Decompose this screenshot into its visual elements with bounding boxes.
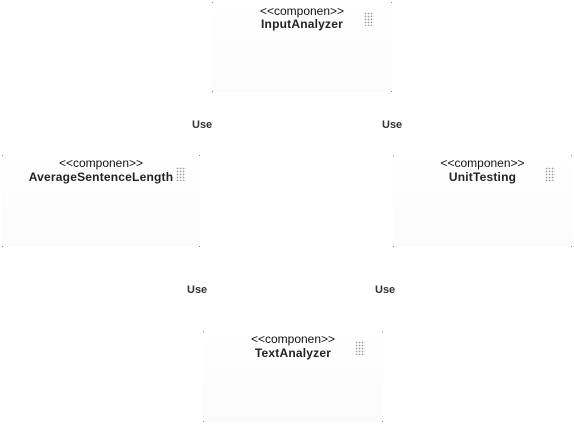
component-text-analyzer[interactable]: <<componen>> TextAnalyzer bbox=[203, 331, 383, 422]
corner-marker bbox=[2, 246, 3, 247]
component-stereotype: <<componen>> bbox=[58, 156, 144, 170]
corner-marker bbox=[212, 2, 213, 3]
component-stereotype: <<componen>> bbox=[259, 4, 345, 18]
corner-marker bbox=[2, 155, 3, 156]
corner-marker bbox=[382, 421, 383, 422]
corner-marker bbox=[391, 91, 392, 92]
component-name: AverageSentenceLength bbox=[28, 170, 174, 184]
corner-marker bbox=[199, 155, 200, 156]
component-average-sentence-length[interactable]: <<componen>> AverageSentenceLength bbox=[2, 155, 200, 247]
component-icon bbox=[176, 167, 186, 181]
component-stereotype: <<componen>> bbox=[250, 332, 336, 346]
corner-marker bbox=[212, 91, 213, 92]
component-name: InputAnalyzer bbox=[261, 17, 343, 31]
component-unit-testing[interactable]: <<componen>> UnitTesting bbox=[393, 155, 572, 247]
corner-marker bbox=[382, 331, 383, 332]
component-stereotype: <<componen>> bbox=[440, 156, 525, 170]
corner-marker bbox=[203, 331, 204, 332]
component-icon bbox=[545, 167, 555, 181]
component-name: UnitTesting bbox=[448, 170, 517, 184]
corner-marker bbox=[393, 246, 394, 247]
corner-marker bbox=[571, 246, 572, 247]
edge-label-use: Use bbox=[375, 284, 396, 296]
component-input-analyzer[interactable]: <<componen>> InputAnalyzer bbox=[212, 2, 392, 92]
component-name: TextAnalyzer bbox=[254, 346, 332, 360]
edge-label-use: Use bbox=[382, 119, 403, 131]
corner-marker bbox=[203, 421, 204, 422]
edge-label-use: Use bbox=[192, 119, 213, 131]
edge-label-use: Use bbox=[187, 284, 208, 296]
corner-marker bbox=[393, 155, 394, 156]
corner-marker bbox=[199, 246, 200, 247]
component-icon bbox=[364, 12, 374, 26]
corner-marker bbox=[391, 2, 392, 3]
component-icon bbox=[355, 341, 365, 355]
corner-marker bbox=[571, 155, 572, 156]
